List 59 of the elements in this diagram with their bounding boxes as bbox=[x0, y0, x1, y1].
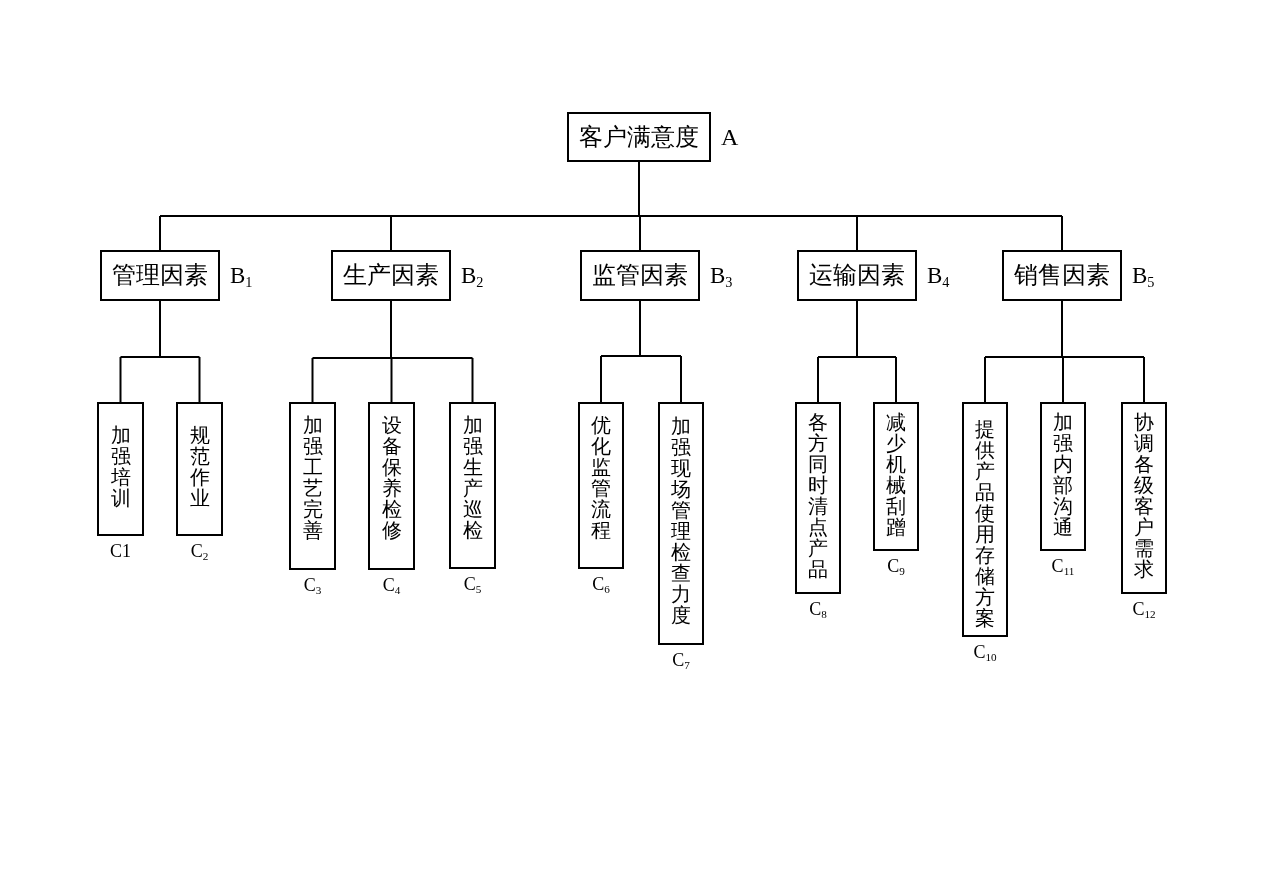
index-label: B$_{1}$ bbox=[230, 262, 253, 289]
index-label: C$_{8}$ bbox=[809, 600, 827, 620]
index-label: C$_{7}$ bbox=[672, 651, 690, 671]
connector bbox=[311, 357, 314, 403]
measure-box: 减少机械刮蹭 bbox=[873, 402, 919, 551]
index-label: C$_{9}$ bbox=[887, 557, 905, 577]
measure-box: 提供产品使用存储方案 bbox=[962, 402, 1008, 637]
connector bbox=[817, 356, 819, 403]
connector bbox=[817, 300, 897, 358]
connector bbox=[390, 357, 393, 403]
factor-box: 运输因素 bbox=[797, 250, 917, 301]
connector bbox=[600, 300, 682, 357]
connector bbox=[311, 300, 474, 359]
connector bbox=[119, 356, 122, 403]
index-label: C$_{6}$ bbox=[592, 575, 610, 595]
connector bbox=[390, 215, 392, 251]
connector bbox=[1062, 356, 1064, 403]
measure-box: 加强现场管理检查力度 bbox=[658, 402, 704, 645]
factor-box: 管理因素 bbox=[100, 250, 220, 301]
index-label: B$_{2}$ bbox=[461, 262, 484, 289]
factor-box: 生产因素 bbox=[331, 250, 451, 301]
index-label: C$_{3}$ bbox=[303, 576, 322, 596]
connector bbox=[198, 356, 201, 403]
connector bbox=[895, 356, 897, 403]
connector bbox=[984, 300, 1145, 358]
connector bbox=[159, 161, 1063, 217]
connector bbox=[680, 355, 682, 403]
measure-box: 优化监管流程 bbox=[578, 402, 624, 569]
index-label: C$_{2}$ bbox=[190, 542, 209, 562]
measure-box: 规范作业 bbox=[176, 402, 223, 536]
connector bbox=[1061, 215, 1063, 251]
measure-box: 协调各级客户需求 bbox=[1121, 402, 1167, 594]
connector bbox=[471, 357, 474, 403]
connector bbox=[639, 215, 641, 251]
connector bbox=[856, 215, 858, 251]
index-label: C$_{10}$ bbox=[973, 643, 997, 663]
index-label: A bbox=[721, 123, 739, 151]
connector bbox=[159, 215, 161, 251]
measure-box: 加强内部沟通 bbox=[1040, 402, 1086, 551]
factor-box: 销售因素 bbox=[1002, 250, 1122, 301]
index-label: C$_{4}$ bbox=[382, 576, 401, 596]
index-label: B$_{5}$ bbox=[1132, 262, 1155, 289]
index-label: C$_{12}$ bbox=[1132, 600, 1156, 620]
measure-box: 加强工艺完善 bbox=[289, 402, 336, 570]
factor-box: 监管因素 bbox=[580, 250, 700, 301]
index-label: B$_{4}$ bbox=[927, 262, 950, 289]
index-label: C1 bbox=[110, 542, 131, 562]
connector bbox=[984, 356, 986, 403]
measure-box: 加强生产巡检 bbox=[449, 402, 496, 569]
connector bbox=[600, 355, 602, 403]
connector bbox=[119, 300, 201, 358]
connector bbox=[1143, 356, 1145, 403]
index-label: C$_{11}$ bbox=[1051, 557, 1075, 577]
index-label: B$_{3}$ bbox=[710, 262, 733, 289]
measure-box: 加强培训 bbox=[97, 402, 144, 536]
measure-box: 各方同时清点产品 bbox=[795, 402, 841, 594]
index-label: C$_{5}$ bbox=[463, 575, 482, 595]
goal-box: 客户满意度 bbox=[567, 112, 711, 162]
measure-box: 设备保养检修 bbox=[368, 402, 415, 570]
